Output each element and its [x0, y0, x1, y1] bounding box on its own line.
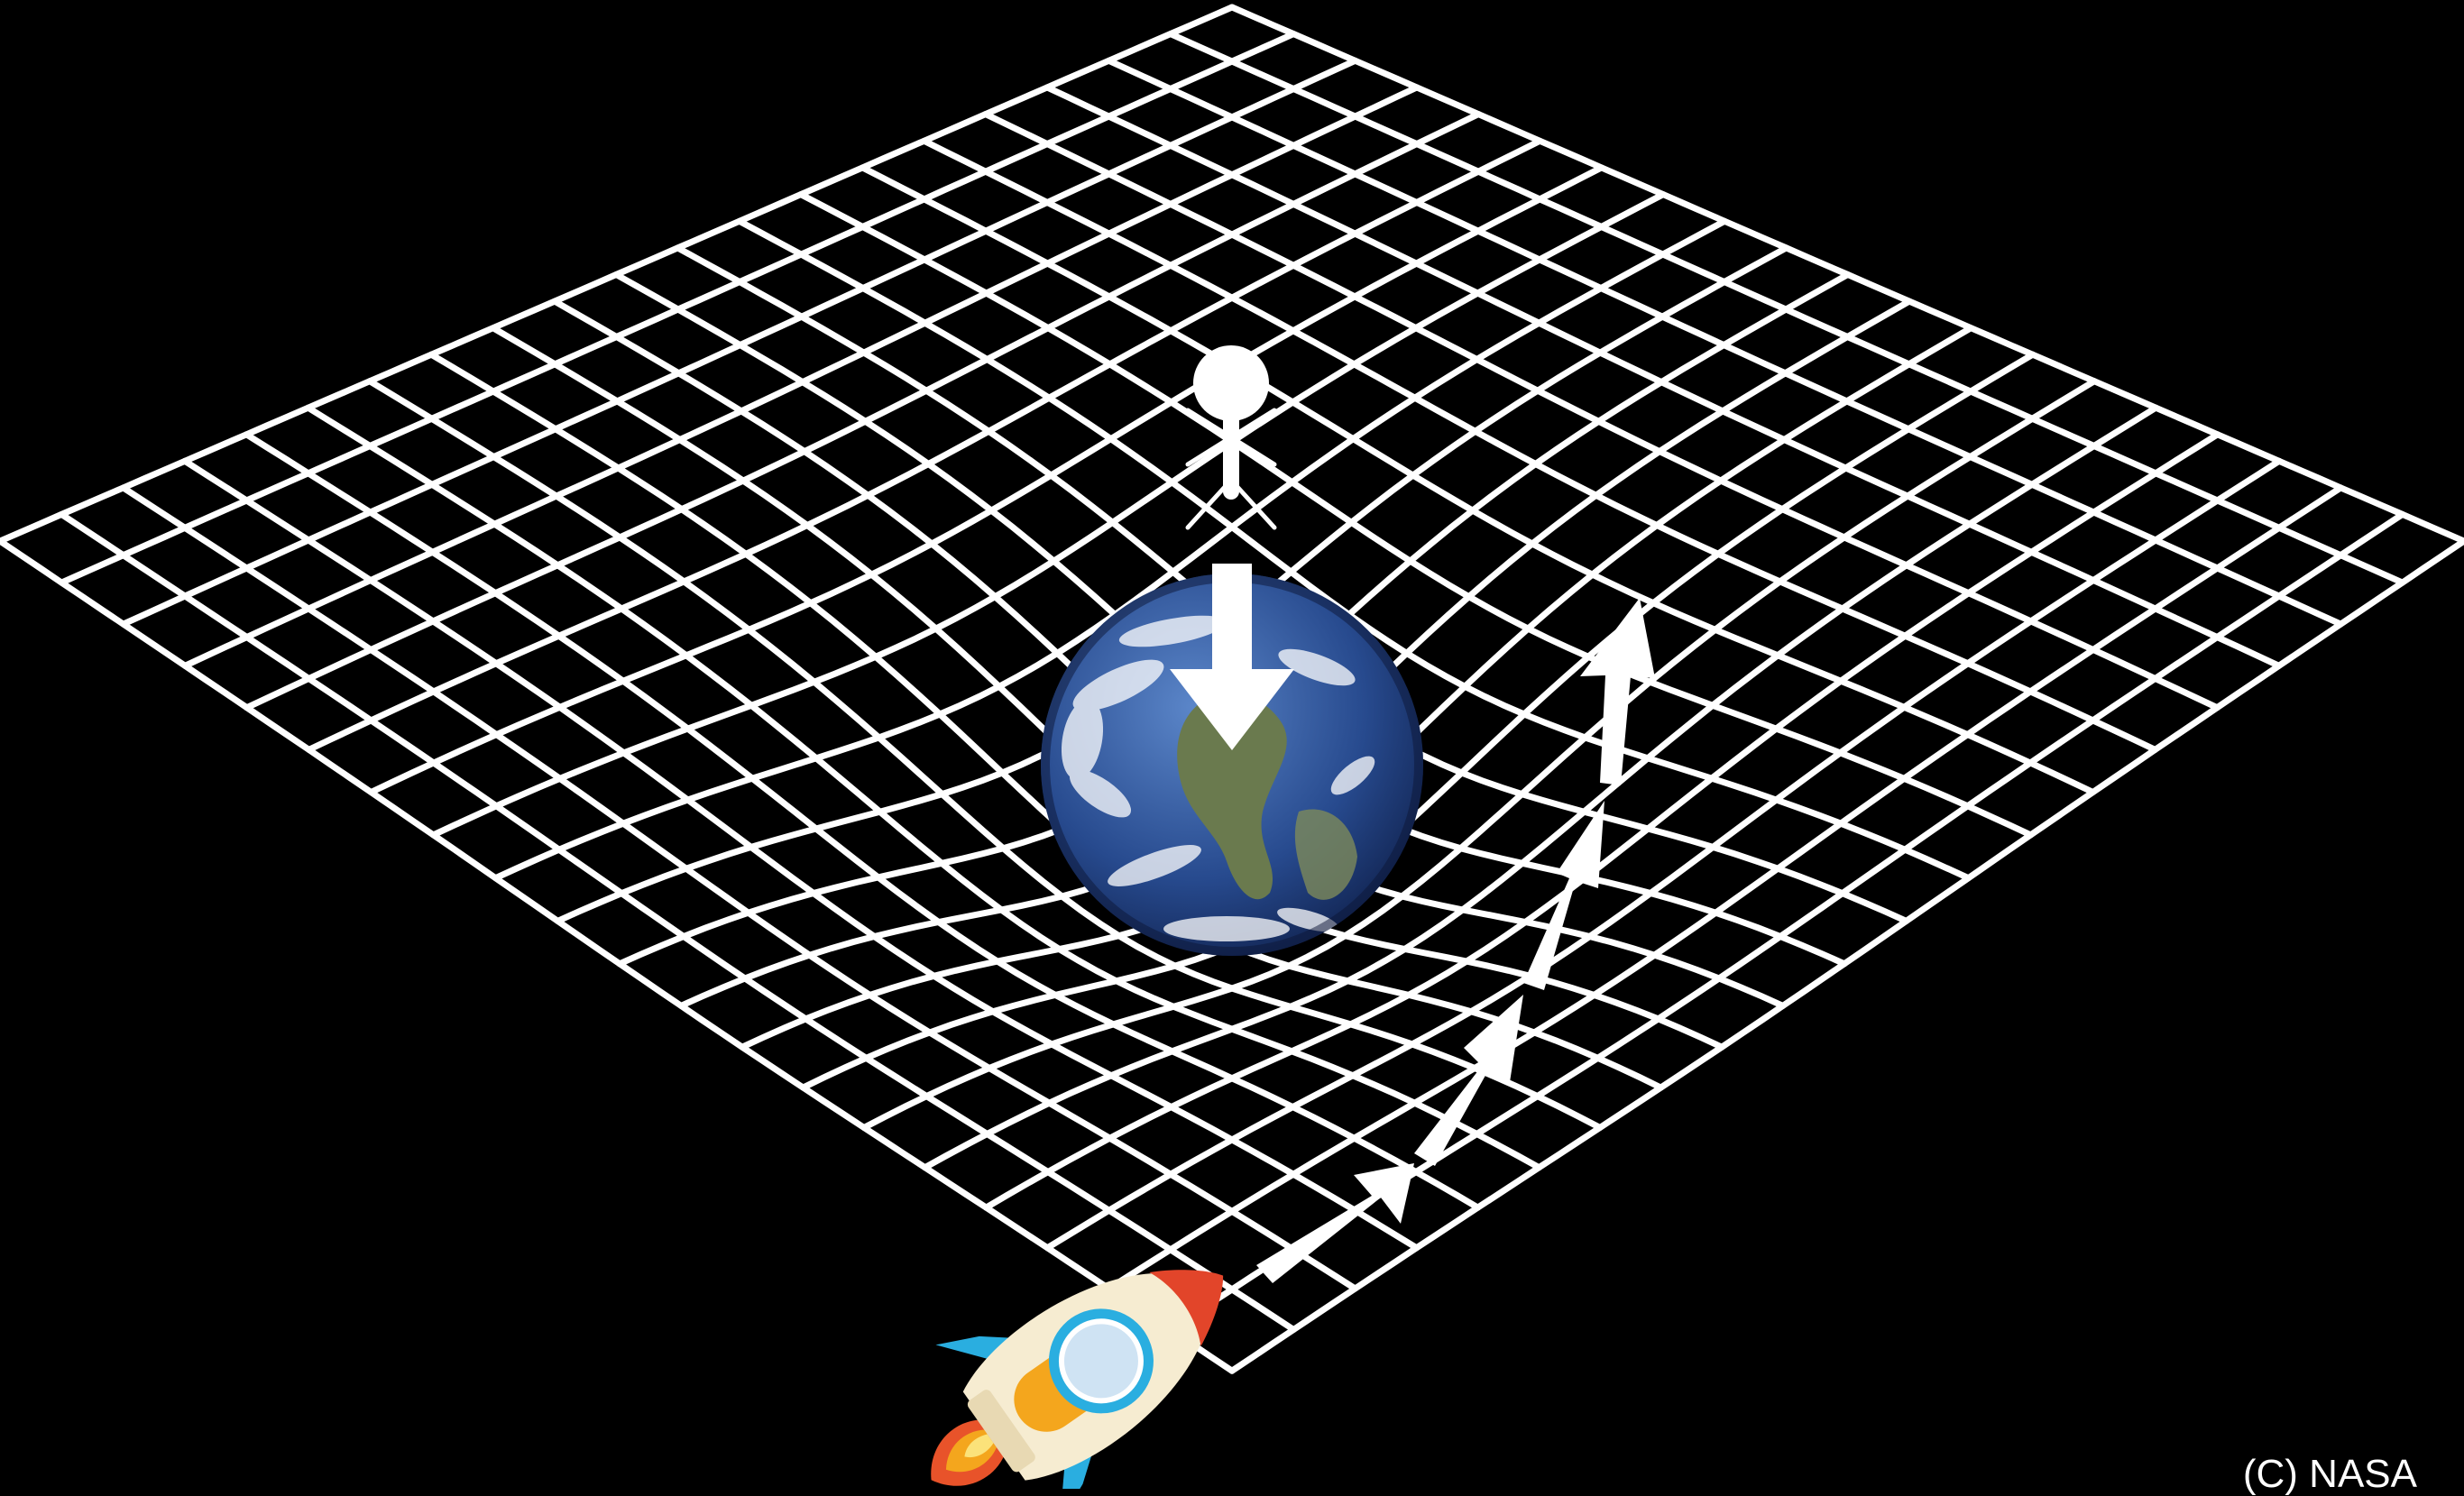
credit-text: (C) NASA	[2243, 1455, 2417, 1494]
